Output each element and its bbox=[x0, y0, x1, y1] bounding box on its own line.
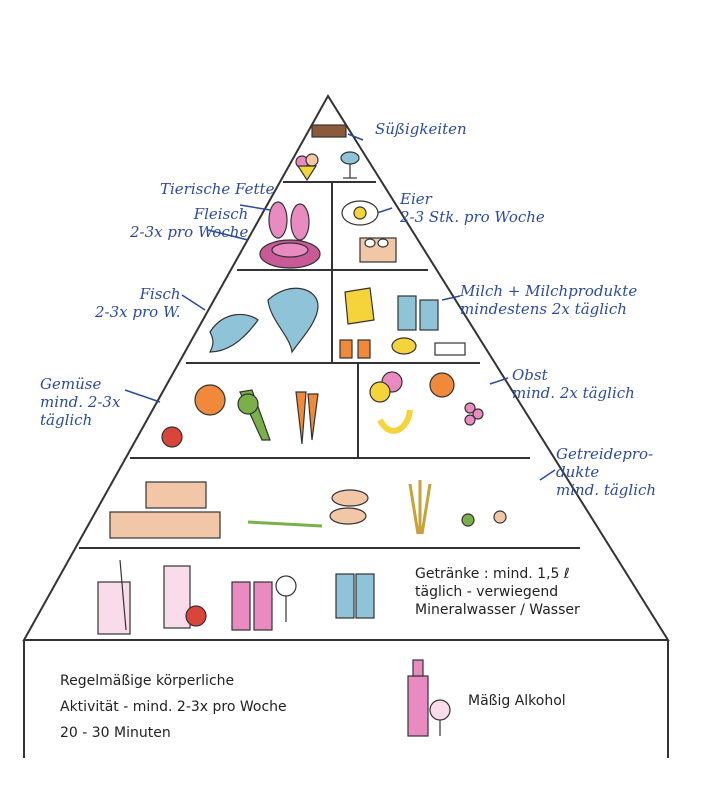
grapes-icon bbox=[464, 402, 476, 414]
bottle-icon bbox=[231, 581, 251, 631]
can-icon bbox=[335, 573, 355, 619]
chocolate-bar-icon bbox=[311, 124, 347, 138]
vegetable-illustrations bbox=[161, 384, 319, 448]
drink-illustrations bbox=[97, 559, 375, 635]
pumpkin-icon bbox=[194, 384, 226, 416]
dairy-illustrations bbox=[339, 287, 466, 359]
alcohol-illustrations bbox=[407, 659, 451, 737]
banana-icon bbox=[377, 409, 413, 434]
carrot-icon bbox=[295, 391, 307, 445]
wine-glass-icon bbox=[429, 699, 451, 721]
sweets-illustrations bbox=[295, 124, 360, 182]
tomato-icon bbox=[161, 426, 183, 448]
egg-illustrations bbox=[341, 200, 397, 263]
yogurt-cup-icon bbox=[339, 339, 353, 359]
bread-loaf-icon bbox=[145, 481, 207, 509]
pyramid-triangle bbox=[22, 94, 670, 641]
butter-icon bbox=[434, 342, 466, 356]
jumping-fish-icon bbox=[267, 287, 319, 354]
grain-illustrations bbox=[109, 480, 507, 539]
wine-glass-icon bbox=[275, 575, 297, 597]
fish-illustrations bbox=[209, 287, 319, 354]
milk-carton-icon bbox=[397, 295, 417, 331]
meat-illustrations bbox=[259, 201, 321, 269]
sundae-icon bbox=[340, 151, 360, 165]
label-alcohol: Mäßig Alkohol bbox=[468, 693, 566, 709]
pyramid-outline bbox=[22, 94, 670, 758]
label-sweets: Süßigkeiten bbox=[375, 120, 467, 138]
cheese-icon bbox=[344, 287, 375, 325]
fish-icon bbox=[209, 313, 259, 353]
cheese-round-icon bbox=[391, 337, 417, 355]
fruit-illustrations bbox=[369, 371, 484, 434]
apple-icon bbox=[429, 372, 455, 398]
bread-roll-icon bbox=[331, 489, 369, 507]
grain-pile-icon bbox=[461, 513, 475, 527]
leader-lines bbox=[124, 133, 556, 481]
herb-stalks-icon bbox=[247, 520, 323, 528]
label-animal-fats: Tierische Fette bbox=[160, 180, 275, 198]
meat-leg-icon bbox=[268, 201, 288, 239]
wine-bottle-icon bbox=[407, 675, 429, 737]
